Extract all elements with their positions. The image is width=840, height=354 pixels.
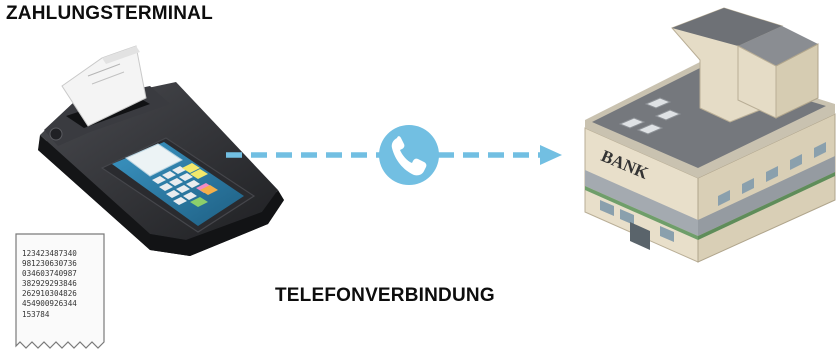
phone-icon — [379, 125, 439, 185]
receipt-line: 382929293846 — [22, 279, 77, 289]
receipt-line: 123423487340 — [22, 249, 77, 258]
receipt-icon — [15, 233, 105, 349]
diagram-title: ZAHLUNGSTERMINAL — [6, 3, 213, 24]
bank-building-icon: BANK — [584, 7, 836, 263]
arrow-right-icon — [540, 145, 562, 165]
receipt-line: 034603740987 — [22, 269, 77, 279]
connection-label: TELEFONVERBINDUNG — [275, 285, 495, 306]
payment-terminal-icon — [38, 45, 284, 256]
receipt-line: 454900926344 — [22, 299, 77, 309]
receipt-line: 153784 — [22, 309, 50, 319]
receipt-line: 981230630736 — [22, 259, 77, 269]
receipt-line: 262910304826 — [22, 289, 77, 299]
